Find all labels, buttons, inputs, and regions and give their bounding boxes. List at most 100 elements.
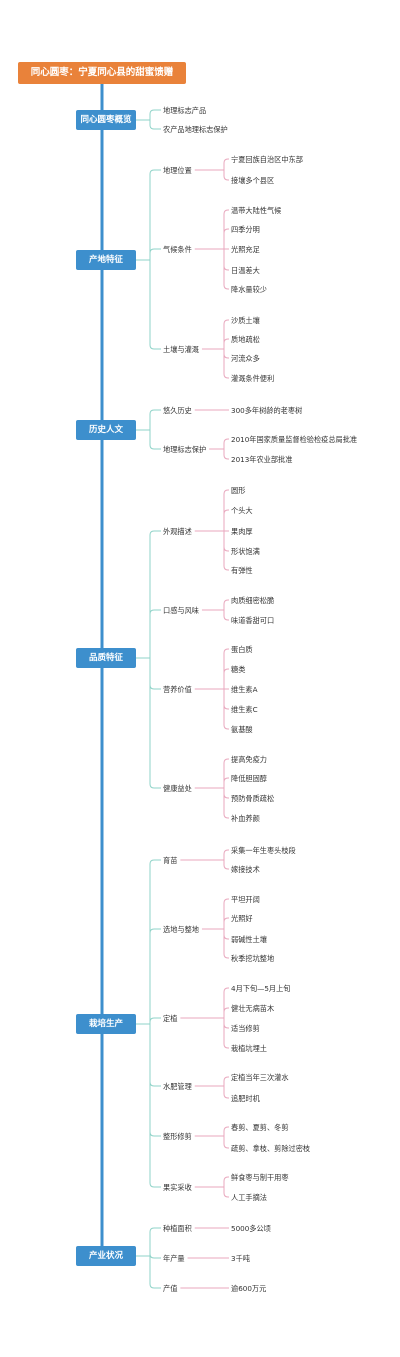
leaf-label[interactable]: 栽植坑埋土 <box>231 1043 267 1053</box>
item-label[interactable]: 水肥管理 <box>163 1081 192 1091</box>
item-label[interactable]: 农产品地理标志保护 <box>163 124 228 134</box>
item-label[interactable]: 气候条件 <box>163 244 192 254</box>
leaf-label[interactable]: 人工手摘法 <box>231 1192 267 1202</box>
leaf-label[interactable]: 提高免疫力 <box>231 754 267 764</box>
leaf-link <box>223 170 229 181</box>
leaf-label[interactable]: 氨基酸 <box>231 724 253 734</box>
leaf-label[interactable]: 降低胆固醇 <box>231 773 267 783</box>
leaf-label[interactable]: 降水量较少 <box>231 284 267 294</box>
item-label[interactable]: 口感与风味 <box>163 605 199 615</box>
leaf-label[interactable]: 秋季挖坑整地 <box>231 953 275 963</box>
leaf-label[interactable]: 补血养颜 <box>231 813 260 823</box>
leaf-label[interactable]: 质地疏松 <box>231 334 260 344</box>
leaf-label[interactable]: 5000多公顷 <box>231 1223 271 1233</box>
item-link <box>149 658 161 690</box>
leaf-link <box>223 1126 229 1136</box>
item-label[interactable]: 产值 <box>163 1283 178 1293</box>
root-node[interactable]: 同心圆枣：宁夏同心县的甜蜜馈赠 <box>18 62 186 84</box>
leaf-label[interactable]: 灌溉条件便利 <box>231 373 275 383</box>
leaf-link <box>223 788 229 799</box>
item-label[interactable]: 整形修剪 <box>163 1131 192 1141</box>
item-link <box>149 658 161 789</box>
leaf-label[interactable]: 逾600万元 <box>231 1283 267 1293</box>
leaf-link <box>223 209 229 249</box>
leaf-link <box>223 1086 229 1099</box>
item-link <box>149 409 161 430</box>
leaf-label[interactable]: 沙质土壤 <box>231 315 260 325</box>
leaf-link <box>223 917 229 929</box>
leaf-label[interactable]: 预防骨质疏松 <box>231 793 275 803</box>
leaf-label[interactable]: 光照好 <box>231 913 253 923</box>
item-label[interactable]: 果实采收 <box>163 1182 192 1192</box>
leaf-link <box>223 788 229 819</box>
leaf-link <box>223 758 229 788</box>
section-node[interactable]: 同心圆枣概览 <box>76 110 136 130</box>
item-link <box>149 1017 161 1024</box>
leaf-label[interactable]: 蛋白质 <box>231 644 253 654</box>
leaf-label[interactable]: 宁夏回族自治区中东部 <box>231 154 303 164</box>
leaf-label[interactable]: 定植当年三次灌水 <box>231 1072 289 1082</box>
leaf-link <box>223 338 229 349</box>
leaf-label[interactable]: 糖类 <box>231 664 246 674</box>
leaf-link <box>223 319 229 349</box>
leaf-label[interactable]: 疏剪、拿枝、剪除过密枝 <box>231 1143 311 1153</box>
leaf-link <box>223 929 229 959</box>
section-node[interactable]: 品质特征 <box>76 648 136 668</box>
leaf-label[interactable]: 适当修剪 <box>231 1023 260 1033</box>
leaf-label[interactable]: 温带大陆性气候 <box>231 205 282 215</box>
item-label[interactable]: 年产量 <box>163 1253 185 1263</box>
leaf-link <box>223 449 229 460</box>
leaf-label[interactable]: 追肥时机 <box>231 1093 260 1103</box>
leaf-label[interactable]: 味道香甜可口 <box>231 615 275 625</box>
item-link <box>149 1024 161 1188</box>
leaf-label[interactable]: 2013年农业部批准 <box>231 454 293 464</box>
leaf-label[interactable]: 采集一年生枣头枝段 <box>231 845 296 855</box>
section-node[interactable]: 产地特征 <box>76 250 136 270</box>
leaf-label[interactable]: 圆形 <box>231 485 246 495</box>
leaf-label[interactable]: 鲜食枣与制干用枣 <box>231 1172 289 1182</box>
leaf-label[interactable]: 300多年树龄的老枣树 <box>231 405 303 415</box>
leaf-label[interactable]: 果肉厚 <box>231 526 253 536</box>
leaf-label[interactable]: 平坦开阔 <box>231 894 260 904</box>
item-label[interactable]: 外观描述 <box>163 526 192 536</box>
leaf-label[interactable]: 个头大 <box>231 505 253 515</box>
leaf-label[interactable]: 弱碱性土壤 <box>231 934 267 944</box>
leaf-label[interactable]: 有弹性 <box>231 565 253 575</box>
leaf-label[interactable]: 健壮无病苗木 <box>231 1003 275 1013</box>
item-link <box>149 109 161 120</box>
leaf-link <box>223 158 229 170</box>
item-label[interactable]: 选地与整地 <box>163 924 199 934</box>
leaf-label[interactable]: 形状饱满 <box>231 546 260 556</box>
leaf-label[interactable]: 春剪、夏剪、冬剪 <box>231 1122 289 1132</box>
leaf-label[interactable]: 维生素A <box>231 684 258 694</box>
leaf-link <box>223 531 229 552</box>
leaf-link <box>223 1136 229 1149</box>
item-label[interactable]: 种植面积 <box>163 1223 192 1233</box>
item-label[interactable]: 定植 <box>163 1013 178 1023</box>
leaf-label[interactable]: 嫁接技术 <box>231 864 260 874</box>
leaf-label[interactable]: 光照充足 <box>231 244 260 254</box>
item-label[interactable]: 地理标志产品 <box>163 105 207 115</box>
leaf-label[interactable]: 肉质细密松脆 <box>231 595 275 605</box>
item-label[interactable]: 育苗 <box>163 855 178 865</box>
leaf-label[interactable]: 四季分明 <box>231 224 260 234</box>
item-label[interactable]: 悠久历史 <box>163 405 192 415</box>
item-label[interactable]: 地理标志保护 <box>163 444 207 454</box>
leaf-label[interactable]: 维生素C <box>231 704 258 714</box>
leaf-label[interactable]: 河流众多 <box>231 353 260 363</box>
section-node[interactable]: 产业状况 <box>76 1246 136 1266</box>
item-link <box>149 1256 161 1289</box>
section-node[interactable]: 栽培生产 <box>76 1014 136 1034</box>
leaf-label[interactable]: 3千吨 <box>231 1253 250 1263</box>
leaf-label[interactable]: 日温差大 <box>231 265 260 275</box>
item-label[interactable]: 健康益处 <box>163 783 192 793</box>
leaf-label[interactable]: 接壤多个县区 <box>231 175 275 185</box>
item-label[interactable]: 地理位置 <box>163 165 192 175</box>
leaf-label[interactable]: 4月下旬—5月上旬 <box>231 983 291 993</box>
leaf-label[interactable]: 2010年国家质量监督检验检疫总局批准 <box>231 434 358 444</box>
section-node[interactable]: 历史人文 <box>76 420 136 440</box>
leaf-link <box>223 599 229 610</box>
item-label[interactable]: 土壤与灌溉 <box>163 344 199 354</box>
item-label[interactable]: 营养价值 <box>163 684 192 694</box>
